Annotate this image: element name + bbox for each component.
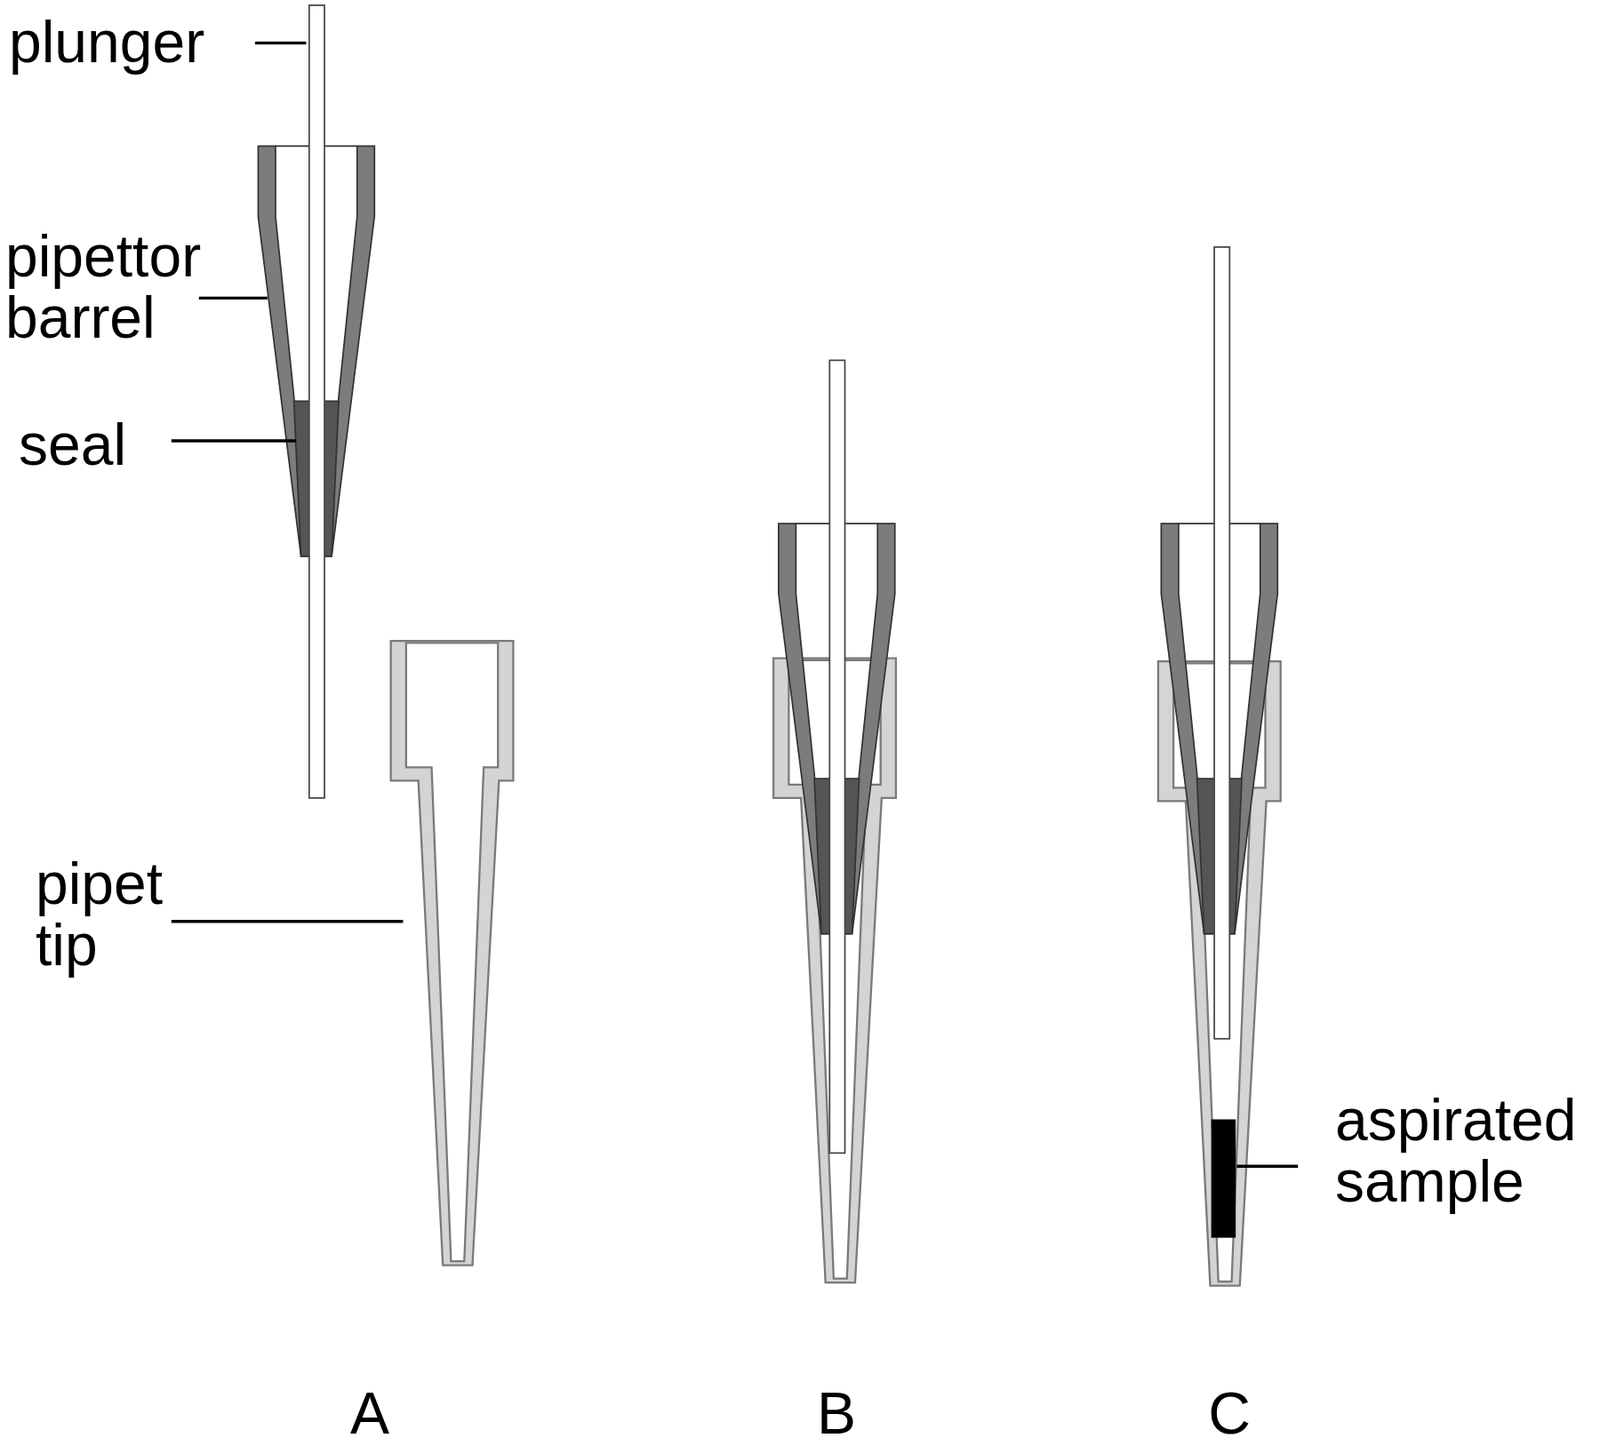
part-label: pipet tip: [35, 853, 205, 977]
leader-lines: [171, 42, 1298, 1167]
panel-letter: B: [816, 1383, 856, 1445]
part-label: pipettor barrel: [5, 225, 272, 350]
plunger-rod: [1214, 247, 1230, 1040]
panel-letter: A: [350, 1383, 390, 1445]
aspirated-sample: [1211, 1119, 1237, 1238]
part-label: plunger: [8, 11, 205, 73]
plunger-rod: [829, 360, 845, 1153]
pipet-tip: [391, 640, 514, 1266]
panel-letter: C: [1208, 1383, 1251, 1445]
part-label: aspirated sample: [1335, 1089, 1595, 1214]
part-label: seal: [18, 414, 127, 476]
plunger-rod: [309, 5, 325, 799]
